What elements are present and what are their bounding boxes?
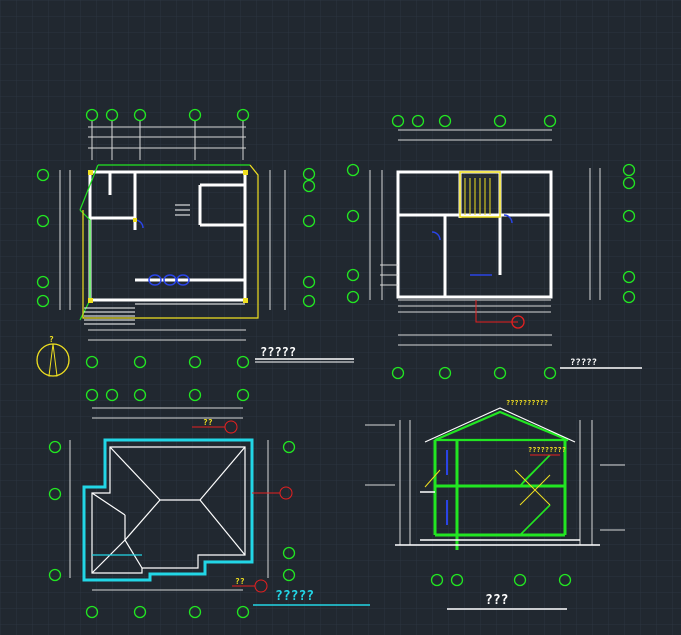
north-arrow-label: ?	[49, 335, 54, 344]
first-floor-plan: ? ?????	[36, 108, 354, 377]
second-floor-plan: ?????	[346, 114, 642, 380]
roof-note-bottom: ??	[235, 577, 245, 586]
building-section: ?????????? ????????? ???	[365, 399, 625, 610]
north-arrow-icon: ?	[36, 335, 70, 377]
section-title: ???	[485, 593, 508, 608]
section-top-note: ??????????	[506, 399, 548, 407]
roof-plan: ?? ?? ?????	[48, 388, 370, 619]
plan2-title: ?????	[570, 358, 597, 368]
plan1-title: ?????	[260, 345, 296, 359]
roof-title: ?????	[275, 589, 314, 604]
section-mid-note: ?????????	[528, 446, 566, 454]
roof-note-top: ??	[203, 418, 213, 427]
